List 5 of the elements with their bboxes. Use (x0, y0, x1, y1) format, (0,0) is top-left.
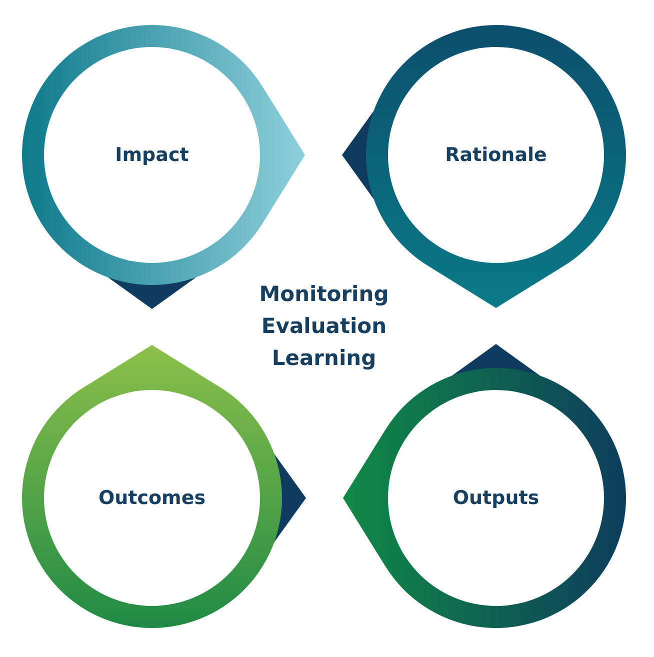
node-label: Impact (115, 144, 189, 166)
node-label: Outputs (452, 487, 540, 509)
node-label: Outcomes (98, 487, 206, 509)
center-title: Monitoring Evaluation Learning (258, 281, 390, 372)
node-label: Rationale (445, 144, 547, 166)
